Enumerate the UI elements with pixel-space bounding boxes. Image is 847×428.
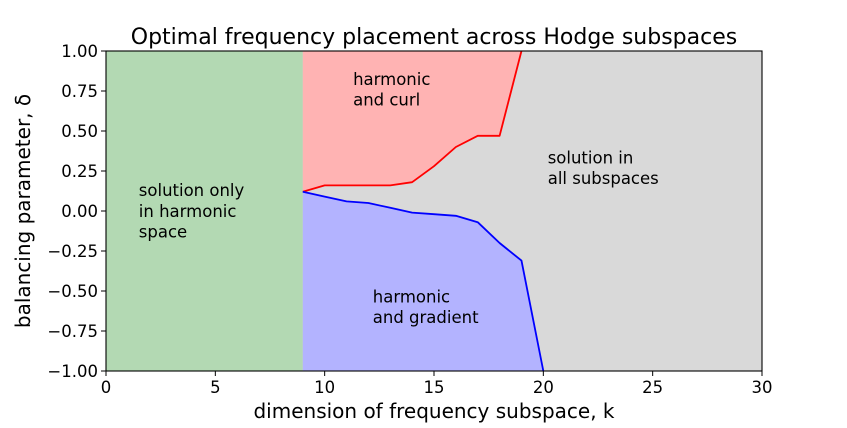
region-label-line: and gradient xyxy=(373,308,479,327)
y-tick-label: −1.00 xyxy=(47,362,98,381)
y-tick-label: 0.75 xyxy=(61,82,98,101)
region-label-line: harmonic xyxy=(373,287,450,306)
x-tick-label: 0 xyxy=(101,378,112,397)
x-tick-label: 30 xyxy=(752,378,773,397)
region-label-line: space xyxy=(139,222,187,241)
x-tick-label: 5 xyxy=(210,378,221,397)
x-tick-label: 20 xyxy=(533,378,554,397)
y-tick-label: 0.25 xyxy=(61,162,98,181)
region-label-harmonic-gradient: harmonic and gradient xyxy=(373,287,479,327)
y-axis-label: balancing parameter, δ xyxy=(11,94,35,328)
x-axis-label: dimension of frequency subspace, k xyxy=(253,399,614,423)
region-label-line: all subspaces xyxy=(548,169,659,188)
series-line-gradient xyxy=(302,190,545,372)
y-axis: 1.00 0.75 0.50 0.25 0.00 −0.25 −0.50 −0.75 −1.00 xyxy=(47,42,106,381)
chart-title: Optimal frequency placement across Hodge… xyxy=(131,25,737,50)
region-label-line: solution in xyxy=(548,148,634,167)
region-label-all-subspaces: solution in all subspaces xyxy=(548,148,659,188)
region-label-line: solution only xyxy=(139,181,245,200)
y-tick-label: −0.50 xyxy=(47,282,98,301)
region-label-line: harmonic xyxy=(353,70,430,89)
x-tick-label: 10 xyxy=(314,378,335,397)
region-label-line: in harmonic xyxy=(139,202,237,221)
x-axis: 0 5 10 15 20 25 30 xyxy=(101,371,773,397)
x-tick-label: 25 xyxy=(642,378,663,397)
x-tick-label: 15 xyxy=(424,378,445,397)
region-harmonic-gradient xyxy=(302,191,544,371)
y-tick-label: −0.25 xyxy=(47,242,98,261)
series-lines-layer xyxy=(302,50,545,372)
region-harmonic-curl xyxy=(302,51,522,192)
region-harmonic-only xyxy=(106,51,303,371)
y-tick-label: 1.00 xyxy=(61,42,98,61)
y-tick-label: −0.75 xyxy=(47,322,98,341)
series-line-curl xyxy=(302,50,523,193)
y-tick-label: 0.50 xyxy=(61,122,98,141)
region-label-line: and curl xyxy=(353,90,420,109)
regions-layer xyxy=(106,51,762,371)
y-tick-label: 0.00 xyxy=(61,202,98,221)
